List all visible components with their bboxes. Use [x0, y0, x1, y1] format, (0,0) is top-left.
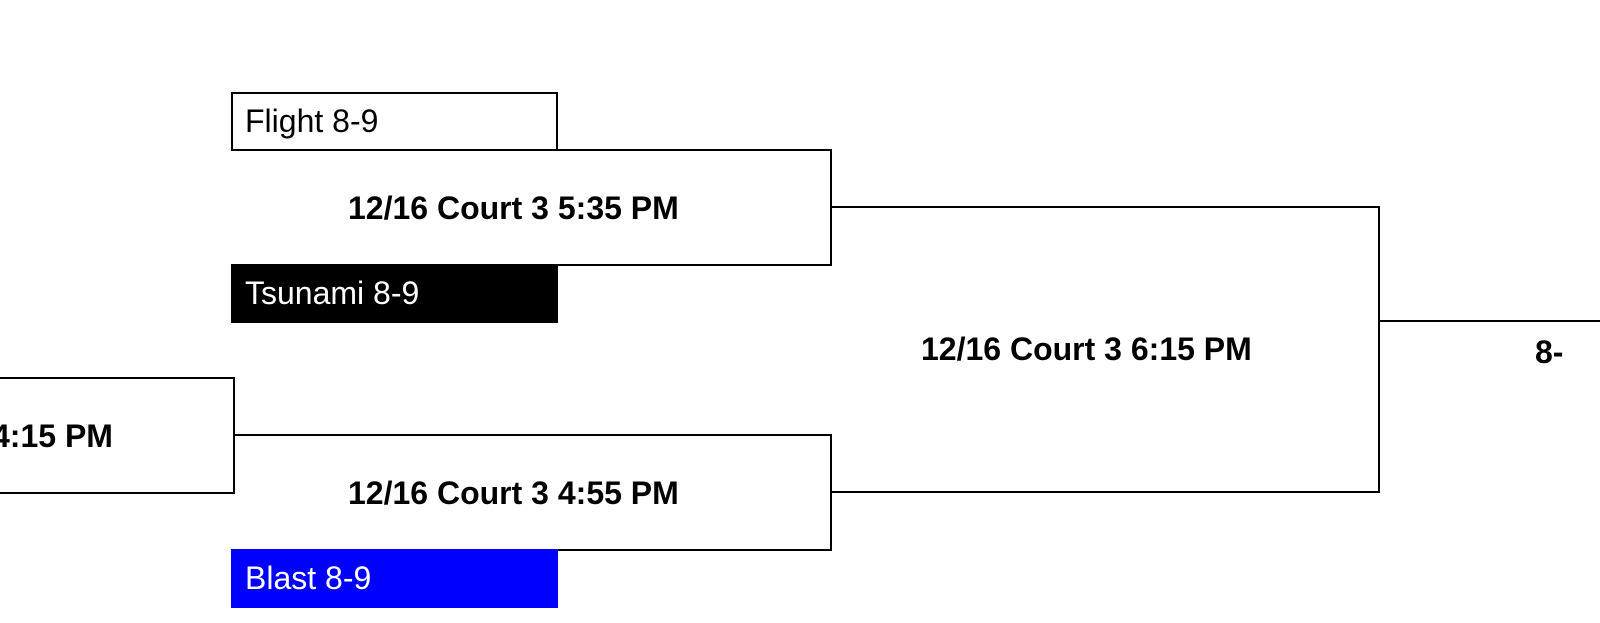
team-blast[interactable]: Blast 8-9 — [231, 549, 558, 608]
game-label-round2: 12/16 Court 3 6:15 PM — [921, 331, 1252, 367]
connector-upper — [830, 206, 1380, 208]
team-flight[interactable]: Flight 8-9 — [231, 92, 558, 151]
team-tsunami[interactable]: Tsunami 8-9 — [231, 264, 558, 323]
connector-vertical — [1378, 206, 1380, 493]
left-game-label: 4:15 PM — [0, 418, 113, 454]
connector-right — [1378, 320, 1600, 322]
connector-lower — [830, 491, 1380, 493]
game-label-round1-lower: 12/16 Court 3 4:55 PM — [348, 475, 679, 511]
game-label-round1-upper: 12/16 Court 3 5:35 PM — [348, 190, 679, 226]
right-game-label: 8- — [1535, 334, 1564, 370]
